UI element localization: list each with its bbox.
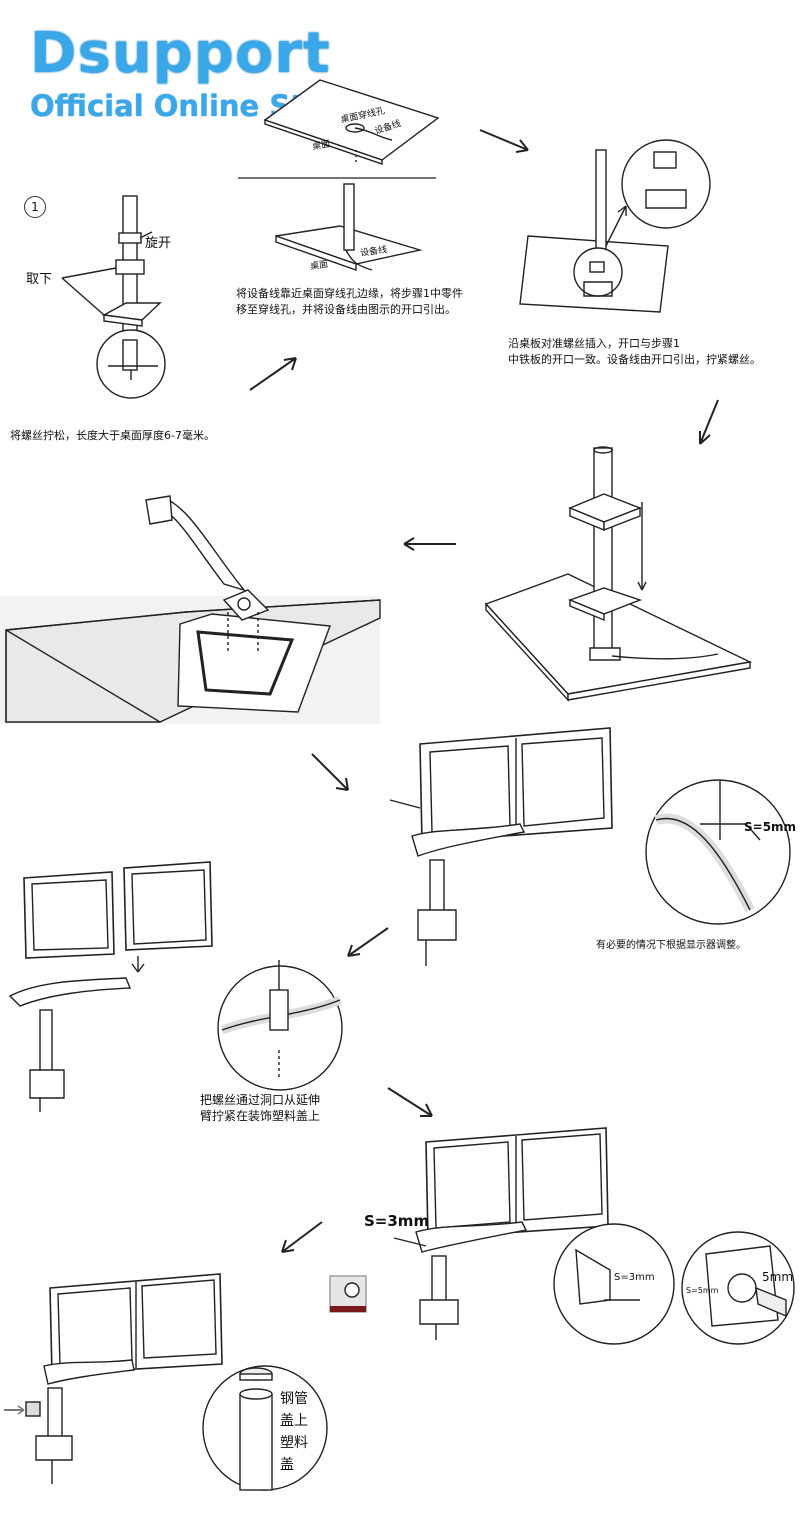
step3-caption-line2: 中铁板的开口一致。设备线由开口引出，拧紧螺丝。 [508, 353, 761, 366]
step3-illustration [519, 139, 711, 313]
step2-caption-line1: 将设备线靠近桌面穿线孔边缘，将步骤1中零件 [236, 287, 463, 300]
step8-illustration [329, 1127, 795, 1345]
step2-desk-illustration [238, 79, 440, 271]
step8-detail-label-b: S=5mm [686, 1286, 719, 1295]
step6-wrench-label: S=5mm [744, 820, 797, 834]
step8-detail-label-a: S=3mm [614, 1272, 655, 1283]
step9-cap-label-2: 盖上 [280, 1413, 308, 1429]
step5-illustration [0, 495, 381, 724]
step1-caption: 将螺丝拧松，长度大于桌面厚度6-7毫米。 [10, 429, 215, 442]
step7-illustration [8, 861, 343, 1112]
arrows [249, 129, 719, 1253]
step1-remove-label: 取下 [26, 272, 53, 287]
step8-detail-label-c: 5mm [762, 1270, 794, 1284]
step9-cap-label-4: 盖 [280, 1457, 294, 1473]
step6-caption: 有必要的情况下根据显示器调整。 [596, 940, 746, 951]
step9-illustration [4, 1273, 328, 1491]
step6-illustration [389, 727, 791, 966]
step9-cap-label-3: 塑料 [280, 1435, 308, 1451]
step7-caption-line2: 臂拧紧在装饰塑料盖上 [200, 1109, 321, 1123]
step3-caption-line1: 沿桌板对准螺丝插入，开口与步骤1 [508, 337, 680, 350]
step1-pole-illustration [61, 195, 166, 399]
step1-number: 1 [24, 196, 46, 218]
step9-cap-label-1: 钢管 [280, 1391, 308, 1407]
step2-desk-label-2: 桌面 [309, 259, 329, 273]
step1-unscrew-label: 旋开 [145, 236, 172, 251]
step7-caption-line1: 把螺丝通过洞口从延伸 [200, 1093, 321, 1107]
step4-illustration [484, 446, 753, 702]
step8-wrench-label: S=3mm [364, 1212, 430, 1230]
step2-caption-line2: 移至穿线孔，并将设备线由图示的开口引出。 [236, 303, 456, 316]
brand-name: Dsupport [30, 21, 331, 86]
